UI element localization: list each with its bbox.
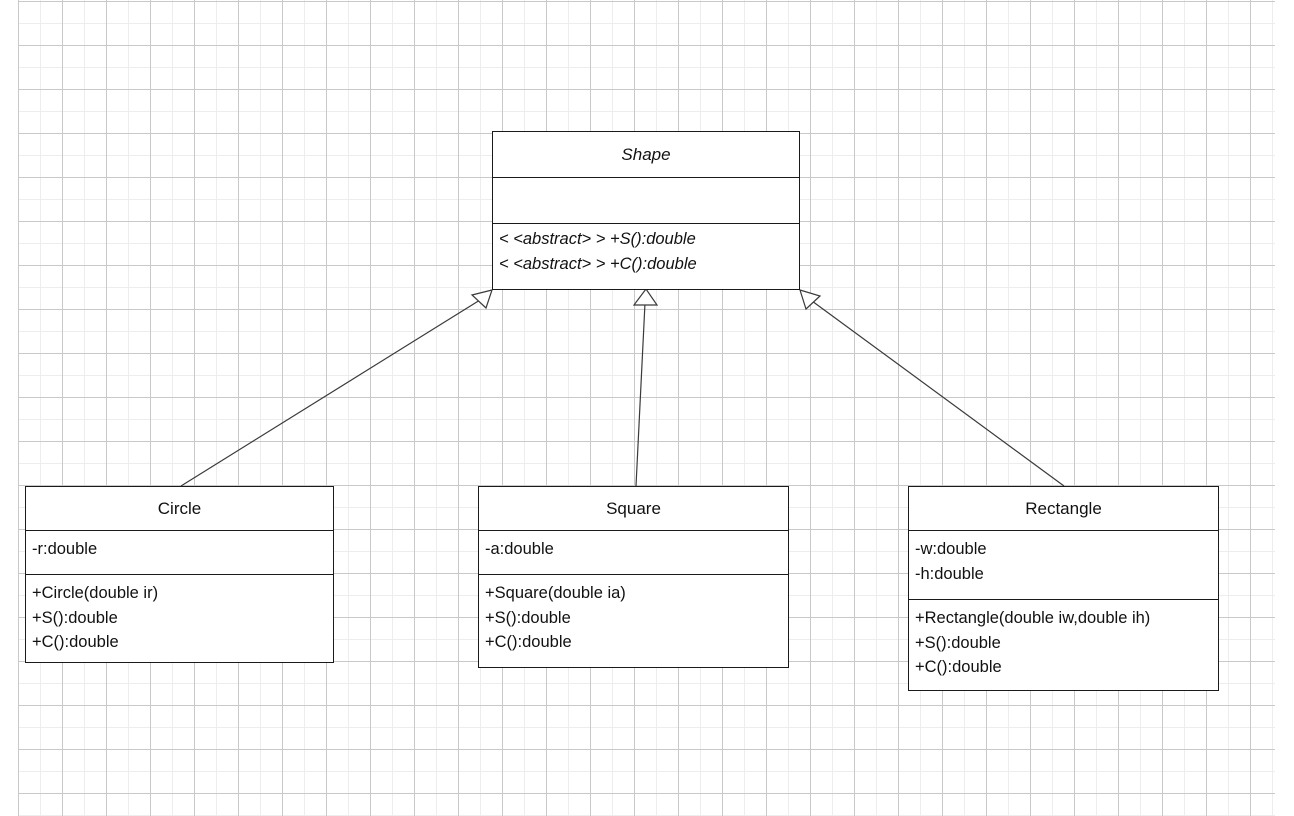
operation-row: +Circle(double ir) (32, 584, 159, 602)
attribute-row: -a:double (485, 540, 554, 558)
operation-row: +Square(double ia) (485, 584, 626, 602)
class-attributes-circle: -r:double (26, 531, 333, 575)
class-operations-shape: < <abstract> > +S():double < <abstract> … (493, 224, 799, 287)
generalization-arrowhead (470, 289, 493, 310)
attribute-row: -h:double (915, 564, 984, 583)
attribute-row: -r:double (32, 540, 98, 558)
class-name-rectangle: Rectangle (909, 487, 1218, 531)
grid-background (18, 0, 1275, 816)
class-attributes-square: -a:double (479, 531, 788, 575)
operation-row: +Rectangle(double iw,double ih) (915, 609, 1151, 627)
edge-rectangle-to-shape (799, 289, 1065, 487)
operation-row: < <abstract> > +S():double (499, 230, 696, 248)
class-box-square[interactable]: Square -a:double +Square(double ia) +S()… (478, 486, 789, 668)
edge-circle-to-shape (180, 289, 493, 487)
class-operations-square: +Square(double ia) +S():double +C():doub… (479, 575, 788, 661)
operation-row: +C():double (915, 658, 1002, 677)
operation-row: +S():double (485, 608, 571, 627)
class-name-shape: Shape (493, 132, 799, 178)
generalization-arrowhead (799, 289, 822, 311)
class-operations-rectangle: +Rectangle(double iw,double ih) +S():dou… (909, 600, 1218, 686)
operation-row: < <abstract> > +C():double (499, 254, 697, 273)
class-box-shape[interactable]: Shape < <abstract> > +S():double < <abst… (492, 131, 800, 290)
edge-square-to-shape (632, 287, 659, 487)
operation-row: +S():double (915, 633, 1001, 652)
operation-row: +C():double (485, 633, 572, 652)
class-name-circle: Circle (26, 487, 333, 531)
class-attributes-shape (493, 178, 799, 224)
operation-row: +S():double (32, 608, 118, 627)
class-attributes-rectangle: -w:double -h:double (909, 531, 1218, 600)
operation-row: +C():double (32, 633, 119, 652)
attribute-row: -w:double (915, 540, 987, 558)
class-box-rectangle[interactable]: Rectangle -w:double -h:double +Rectangle… (908, 486, 1219, 691)
generalization-arrowhead (632, 287, 659, 306)
class-operations-circle: +Circle(double ir) +S():double +C():doub… (26, 575, 333, 661)
class-name-square: Square (479, 487, 788, 531)
class-box-circle[interactable]: Circle -r:double +Circle(double ir) +S()… (25, 486, 334, 663)
